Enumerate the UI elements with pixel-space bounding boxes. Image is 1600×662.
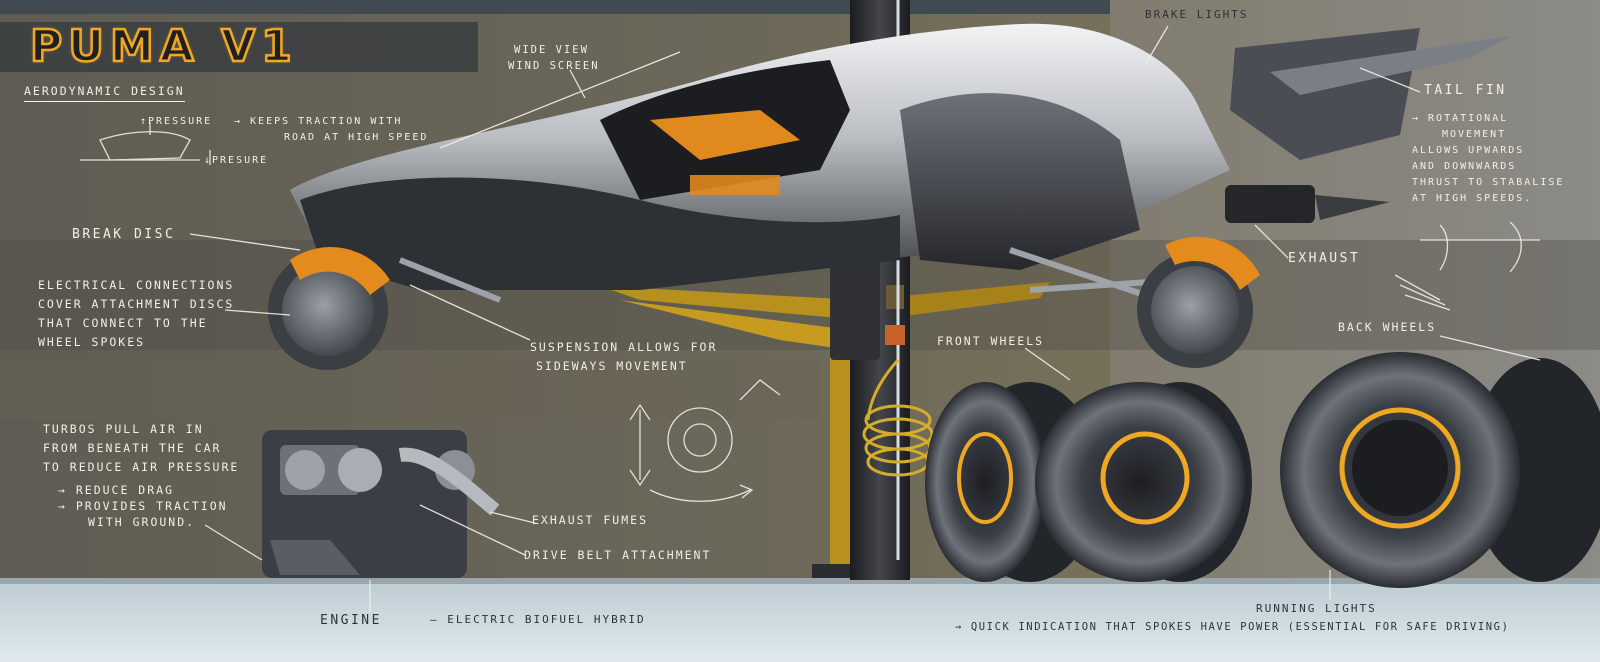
pressure-down-label: ↓PRESURE [204, 155, 269, 166]
turbos-effects: → REDUCE DRAG → PROVIDES TRACTION WITH G… [58, 483, 228, 529]
pressure-up-label: ↑PRESSURE [140, 116, 213, 127]
engine-label: ENGINE [320, 613, 382, 628]
running-lights-note: → QUICK INDICATION THAT SPOKES HAVE POWE… [955, 621, 1510, 633]
electrical-note: ELECTRICAL CONNECTIONS COVER ATTACHMENT … [38, 278, 235, 349]
exhaust-fumes-label: EXHAUST FUMES [532, 513, 649, 527]
title-plate [0, 22, 478, 72]
traction-note: → KEEPS TRACTION WITH ROAD AT HIGH SPEED [234, 116, 429, 143]
break-disc-label: BREAK DISC [72, 227, 176, 242]
suspension-note: SUSPENSION ALLOWS FOR SIDEWAYS MOVEMENT [530, 340, 718, 373]
back-wheels-label: BACK WHEELS [1338, 320, 1437, 334]
tail-fin-note: → ROTATIONAL MOVEMENT ALLOWS UPWARDS AND… [1412, 113, 1565, 204]
running-lights-label: RUNNING LIGHTS [1256, 602, 1377, 615]
engine-art [262, 430, 500, 578]
rear-car-wheel-art [1137, 236, 1260, 368]
exhaust-label: EXHAUST [1288, 251, 1361, 266]
front-wheels-art [925, 382, 1252, 582]
page-title: PUMA V1 [29, 20, 298, 73]
brake-lights-label: BRAKE LIGHTS [1145, 8, 1249, 21]
drive-belt-label: DRIVE BELT ATTACHMENT [524, 548, 712, 562]
windscreen-label: WIDE VIEW WIND SCREEN [508, 44, 600, 72]
tail-fin-label: TAIL FIN [1424, 83, 1507, 98]
back-wheels-art [1280, 352, 1600, 588]
turbos-note: TURBOS PULL AIR IN FROM BENEATH THE CAR … [43, 422, 240, 474]
car-body-art [290, 23, 1510, 303]
front-left-wheel-art [268, 247, 390, 370]
engine-type-label: — ELECTRIC BIOFUEL HYBRID [430, 613, 646, 626]
front-wheels-label: FRONT WHEELS [937, 334, 1045, 348]
subtitle: AERODYNAMIC DESIGN [24, 84, 185, 101]
